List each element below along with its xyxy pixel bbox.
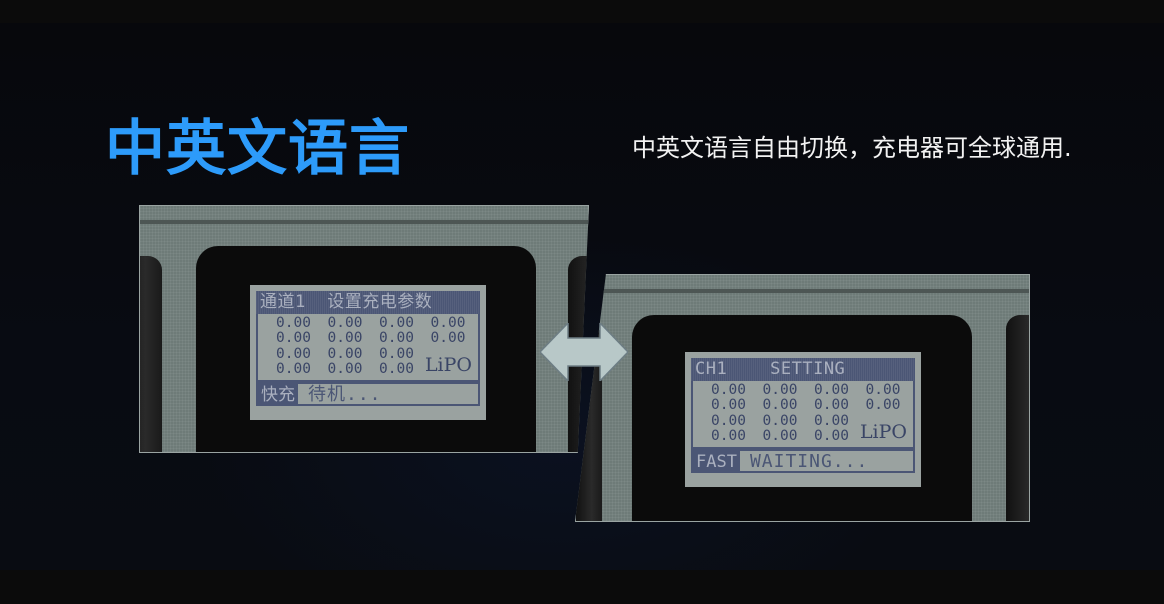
lcd-header: 通道1 设置充电参数: [256, 291, 480, 314]
screen-bezel: 通道1 设置充电参数 0.00 0.00 0.00 0.00 0.00 0.00…: [196, 246, 536, 452]
side-slot-right: [1006, 315, 1029, 521]
lcd-value: 0.00: [762, 397, 798, 414]
lcd-footer: FAST WAITING...: [691, 449, 915, 473]
lcd-value: 0.00: [865, 382, 901, 398]
lcd-value: 0.00: [276, 345, 311, 362]
lcd-value: 0.00: [379, 345, 414, 362]
lcd-value: 0.00: [276, 315, 311, 331]
side-slot-left: [140, 256, 162, 452]
lcd-value: 0.00: [814, 397, 849, 414]
lcd-value: 0.00: [814, 427, 849, 444]
lcd-header: CH1 SETTING: [691, 358, 915, 381]
lcd-value: 0.00: [762, 382, 798, 398]
lcd-screen-english: CH1 SETTING 0.00 0.00 0.00 0.00 0.00 0.0…: [685, 352, 921, 487]
lcd-value: 0.00: [711, 427, 746, 444]
charger-photo-english: CH1 SETTING 0.00 0.00 0.00 0.00 0.00 0.0…: [575, 274, 1030, 522]
double-arrow-icon: [540, 323, 628, 381]
charge-status: 待机...: [308, 384, 382, 405]
lcd-value: 0.00: [814, 382, 849, 398]
feature-description: 中英文语言自由切换，充电器可全球通用.: [632, 134, 1072, 162]
lcd-value: 0.00: [711, 382, 746, 398]
lcd-value: 0.00: [379, 315, 414, 331]
panel-rim: [576, 289, 1029, 293]
lcd-value: 0.00: [430, 330, 466, 347]
lcd-value: 0.00: [430, 315, 466, 331]
lcd-value: 0.00: [711, 412, 746, 429]
lcd-value: 0.00: [327, 315, 363, 331]
charge-mode: 快充: [258, 384, 298, 405]
lcd-value: 0.00: [327, 330, 363, 347]
lcd-value: 0.00: [379, 360, 414, 377]
lcd-value: 0.00: [276, 330, 311, 347]
charge-mode: FAST: [693, 451, 740, 472]
lcd-value: 0.00: [379, 330, 414, 347]
charger-photo-chinese: 通道1 设置充电参数 0.00 0.00 0.00 0.00 0.00 0.00…: [139, 205, 589, 453]
lcd-value: 0.00: [276, 360, 311, 377]
battery-type: LiPO: [424, 354, 472, 376]
lcd-screen-chinese: 通道1 设置充电参数 0.00 0.00 0.00 0.00 0.00 0.00…: [250, 285, 486, 420]
lcd-value: 0.00: [711, 397, 746, 414]
lcd-value: 0.00: [762, 427, 798, 444]
lcd-value-grid: 0.00 0.00 0.00 0.00 0.00 0.00 0.00 0.00 …: [256, 314, 480, 382]
panel-rim: [140, 220, 588, 224]
charge-status: WAITING...: [749, 451, 869, 472]
lcd-footer: 快充 待机...: [256, 382, 480, 406]
lcd-value-grid: 0.00 0.00 0.00 0.00 0.00 0.00 0.00 0.00 …: [691, 381, 915, 449]
lcd-value: 0.00: [762, 412, 798, 429]
lcd-value: 0.00: [865, 397, 901, 414]
screen-bezel: CH1 SETTING 0.00 0.00 0.00 0.00 0.00 0.0…: [632, 315, 972, 521]
lcd-value: 0.00: [814, 412, 849, 429]
battery-type: LiPO: [859, 421, 907, 443]
lcd-value: 0.00: [327, 345, 363, 362]
page-title: 中英文语言: [105, 114, 410, 184]
lcd-value: 0.00: [327, 360, 363, 377]
